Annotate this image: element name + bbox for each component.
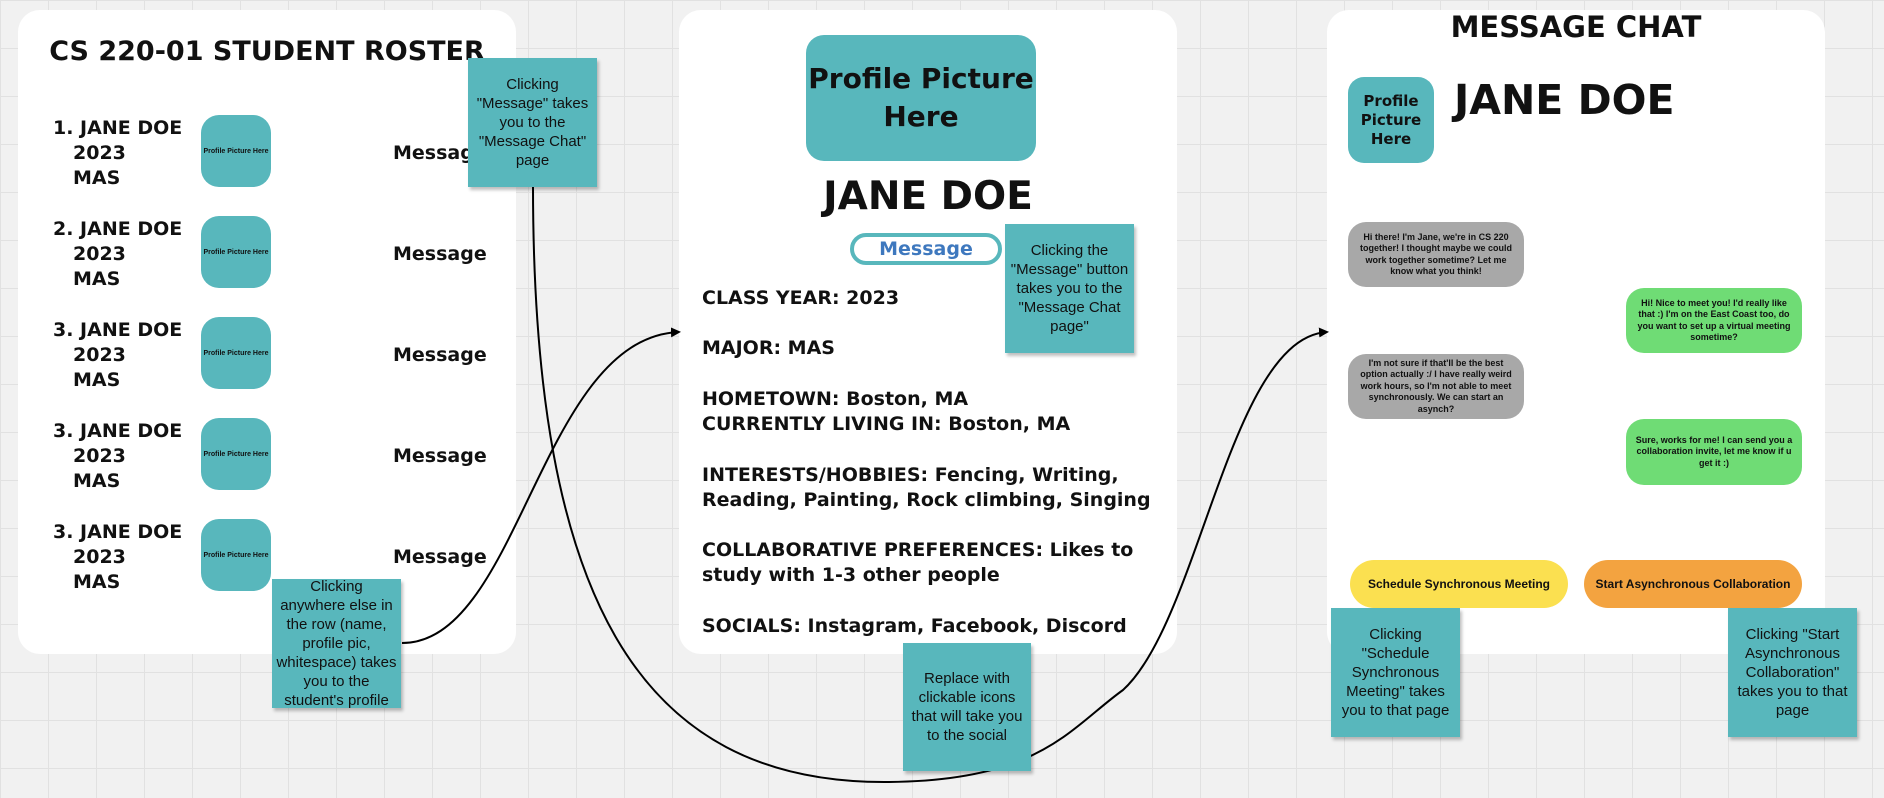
- profile-picture[interactable]: Profile Picture Here: [201, 418, 271, 490]
- currently-living: CURRENTLY LIVING IN: Boston, MA: [702, 413, 1071, 435]
- message-link[interactable]: Message: [393, 344, 487, 366]
- student-year: 2023: [73, 142, 126, 164]
- student-year: 2023: [73, 243, 126, 265]
- arrow-row-to-profile: [401, 327, 681, 644]
- profile-picture[interactable]: Profile Picture Here: [201, 519, 271, 591]
- student-name: 3. JANE DOE: [53, 521, 183, 543]
- chat-profile-picture: Profile Picture Here: [1348, 77, 1434, 163]
- student-major: MAS: [73, 571, 121, 593]
- student-info: 1. JANE DOE 2023 MAS: [53, 116, 182, 191]
- roster-row[interactable]: 2. JANE DOE 2023 MAS Profile Picture Her…: [18, 216, 516, 301]
- student-name: 3. JANE DOE: [53, 420, 183, 442]
- student-major: MAS: [73, 268, 121, 290]
- chat-contact-name: JANE DOE: [1454, 76, 1675, 124]
- note-async: Clicking "Start Asynchronous Collaborati…: [1728, 608, 1857, 737]
- student-info: 3. JANE DOE 2023 MAS: [53, 318, 182, 393]
- start-async-button[interactable]: Start Asynchronous Collaboration: [1584, 560, 1802, 608]
- profile-panel: Profile Picture Here JANE DOE Message CL…: [679, 10, 1177, 654]
- profile-name: JANE DOE: [823, 174, 1033, 219]
- roster-panel: CS 220-01 STUDENT ROSTER 1. JANE DOE 202…: [18, 10, 516, 654]
- student-year: 2023: [73, 445, 126, 467]
- student-info: 3. JANE DOE 2023 MAS: [53, 520, 182, 595]
- schedule-meeting-button[interactable]: Schedule Synchronous Meeting: [1350, 560, 1568, 608]
- student-info: 2. JANE DOE 2023 MAS: [53, 217, 182, 292]
- student-name: 1. JANE DOE: [53, 117, 183, 139]
- major: MAJOR: MAS: [702, 337, 835, 359]
- roster-row[interactable]: 1. JANE DOE 2023 MAS Profile Picture Her…: [18, 115, 516, 200]
- profile-picture[interactable]: Profile Picture Here: [201, 115, 271, 187]
- class-year: CLASS YEAR: 2023: [702, 287, 900, 309]
- student-major: MAS: [73, 167, 121, 189]
- roster-row[interactable]: 3. JANE DOE 2023 MAS Profile Picture Her…: [18, 418, 516, 503]
- student-name: 3. JANE DOE: [53, 319, 183, 341]
- note-schedule: Clicking "Schedule Synchronous Meeting" …: [1331, 608, 1460, 737]
- chat-panel: MESSAGE CHAT Profile Picture Here JANE D…: [1327, 10, 1825, 654]
- note-row-to-profile: Clicking anywhere else in the row (name,…: [272, 578, 401, 709]
- roster-title: CS 220-01 STUDENT ROSTER: [49, 36, 485, 67]
- profile-picture[interactable]: Profile Picture Here: [201, 216, 271, 288]
- message-link[interactable]: Message: [393, 243, 487, 265]
- interests-hobbies: INTERESTS/HOBBIES: Fencing, Writing, Rea…: [702, 464, 1151, 511]
- message-link[interactable]: Message: [393, 546, 487, 568]
- student-year: 2023: [73, 546, 126, 568]
- message-link[interactable]: Message: [393, 142, 487, 164]
- chat-message-received: I'm not sure if that'll be the best opti…: [1348, 354, 1524, 419]
- student-major: MAS: [73, 470, 121, 492]
- note-socials: Replace with clickable icons that will t…: [903, 643, 1031, 771]
- chat-message-received: Hi there! I'm Jane, we're in CS 220 toge…: [1348, 222, 1524, 287]
- hometown: HOMETOWN: Boston, MA: [702, 388, 969, 410]
- student-year: 2023: [73, 344, 126, 366]
- student-name: 2. JANE DOE: [53, 218, 183, 240]
- note-profile-message: Clicking the "Message" button takes you …: [1005, 224, 1134, 353]
- chat-message-sent: Sure, works for me! I can send you a col…: [1626, 419, 1802, 485]
- message-button[interactable]: Message: [850, 233, 1002, 265]
- chat-title: MESSAGE CHAT: [1450, 10, 1702, 44]
- chat-message-sent: Hi! Nice to meet you! I'd really like th…: [1626, 288, 1802, 353]
- student-major: MAS: [73, 369, 121, 391]
- roster-row[interactable]: 3. JANE DOE 2023 MAS Profile Picture Her…: [18, 317, 516, 402]
- profile-picture-large: Profile Picture Here: [806, 35, 1036, 161]
- message-link[interactable]: Message: [393, 445, 487, 467]
- roster-row[interactable]: 3. JANE DOE 2023 MAS Profile Picture Her…: [18, 519, 516, 604]
- profile-picture[interactable]: Profile Picture Here: [201, 317, 271, 389]
- collaborative-preferences: COLLABORATIVE PREFERENCES: Likes to stud…: [702, 539, 1134, 586]
- student-info: 3. JANE DOE 2023 MAS: [53, 419, 182, 494]
- note-message-chat: Clicking "Message" takes you to the "Mes…: [468, 58, 597, 187]
- socials: SOCIALS: Instagram, Facebook, Discord: [702, 615, 1127, 637]
